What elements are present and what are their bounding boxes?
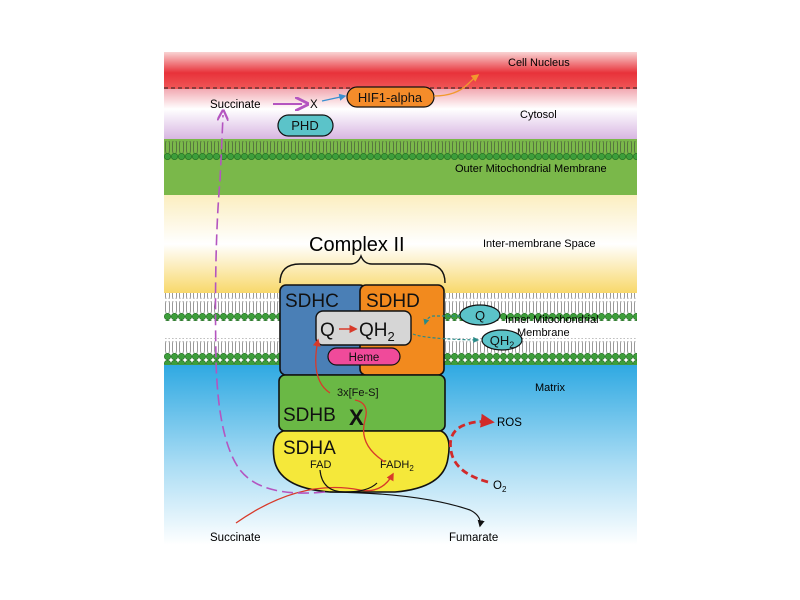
q-pool-node	[459, 304, 501, 326]
q-reaction-box	[315, 310, 412, 346]
phd-label: PHD	[291, 118, 318, 133]
cytosol-label: Cytosol	[520, 109, 557, 121]
nucleus-region	[164, 52, 637, 90]
sdha-subunit	[272, 430, 450, 493]
qh2-release-arrow	[412, 333, 480, 343]
sdhd-label: SDHD	[366, 291, 420, 312]
q-pool-label: Q	[475, 308, 485, 323]
sdhb-label: SDHB	[283, 405, 336, 426]
outer-membrane-label: Outer Mitochondrial Membrane	[455, 163, 607, 175]
fes-cluster-label: 3x[Fe-S]	[337, 387, 379, 399]
intermembrane-label: Inter-membrane Space	[483, 238, 596, 250]
hif1-alpha-label: HIF1-alpha	[358, 90, 423, 105]
succinate-to-fumarate-red	[235, 472, 394, 524]
o2-label: O2	[493, 480, 507, 494]
fad-label: FAD	[310, 459, 331, 471]
electron-path-fes-to-q	[312, 338, 331, 394]
inner-membrane-label-line2: Membrane	[517, 327, 570, 339]
sdha-label: SDHA	[283, 438, 336, 459]
qh2-pool-node	[481, 329, 523, 351]
cytosol-succinate-label: Succinate	[210, 99, 261, 111]
q-reaction-q: Q	[320, 320, 335, 341]
outer-membrane-lipids-top	[164, 139, 637, 160]
ros-label: ROS	[497, 417, 522, 429]
complex-brace	[279, 254, 446, 284]
heme-group	[327, 347, 401, 366]
inner-membrane-label-line1: Inner Mitochondrial	[505, 314, 599, 326]
q-reaction-qh2: QH2	[359, 320, 395, 344]
sdhb-block-mark: X	[349, 405, 364, 430]
fadh2-label: FADH2	[380, 459, 414, 473]
succinate-efflux-arrow	[214, 115, 326, 494]
matrix-label: Matrix	[535, 382, 565, 394]
succinate-substrate-label: Succinate	[210, 532, 261, 544]
o2-to-ros-arrow	[448, 413, 495, 484]
cell-nucleus-label: Cell Nucleus	[508, 57, 570, 69]
qh2-pool-label: QH2	[490, 333, 515, 350]
q-to-complex-arrow	[423, 315, 460, 326]
succinate-to-fumarate-black	[329, 491, 485, 528]
complex-ii-title: Complex II	[309, 234, 405, 256]
phd-inhibition-mark: X	[310, 99, 318, 111]
heme-label: Heme	[349, 352, 380, 364]
sdhc-label: SDHC	[285, 291, 339, 312]
intermembrane-region	[164, 195, 637, 293]
fumarate-product-label: Fumarate	[449, 532, 498, 544]
phd-node	[277, 114, 334, 137]
electron-path-fadh2-to-fes	[354, 399, 386, 463]
phd-to-hif-arrow	[321, 93, 347, 102]
hif1-alpha-node	[346, 86, 435, 108]
hif-to-nucleus-arrow	[433, 74, 480, 97]
